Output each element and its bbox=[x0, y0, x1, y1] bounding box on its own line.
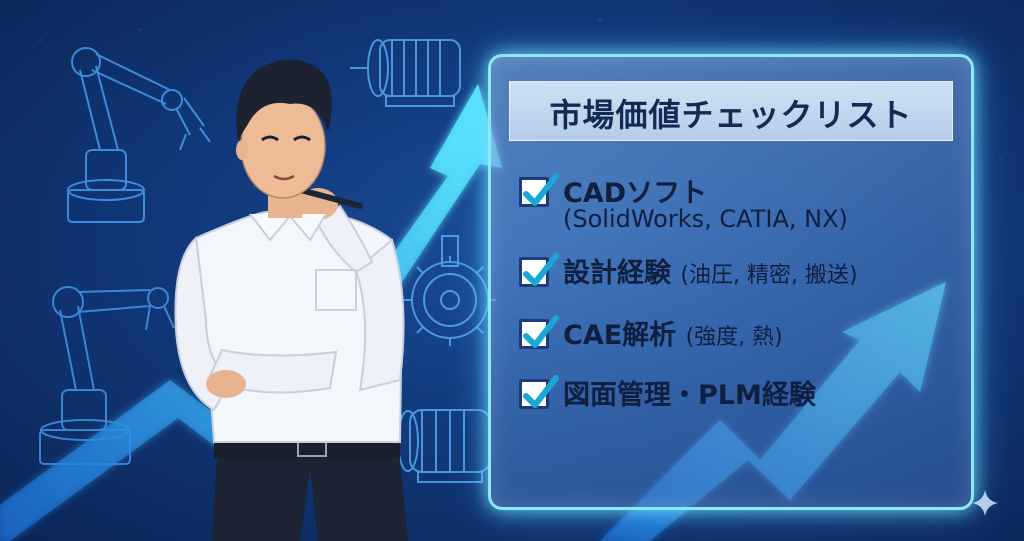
checklist-item-label: 設計経験 (油圧, 精密, 搬送) bbox=[563, 251, 858, 290]
checklist-header: 市場価値チェックリスト bbox=[509, 81, 953, 141]
checkbox-checked[interactable] bbox=[519, 253, 559, 287]
checkbox-checked[interactable] bbox=[519, 375, 559, 409]
check-icon bbox=[523, 315, 559, 348]
electric-motor-icon bbox=[350, 39, 461, 107]
checklist-item-label: CADソフト bbox=[563, 178, 708, 209]
checklist-item-note: (強度, 熱) bbox=[685, 325, 783, 350]
checklist-item-label: 図面管理・PLM経験 bbox=[563, 380, 816, 411]
electric-motor-icon bbox=[380, 409, 491, 483]
checklist-item-note: (油圧, 精密, 搬送) bbox=[680, 263, 858, 288]
checkbox-checked[interactable] bbox=[519, 315, 559, 349]
check-icon bbox=[523, 173, 559, 206]
sparkle-icon bbox=[972, 490, 998, 516]
person-illustration bbox=[174, 59, 408, 541]
check-icon bbox=[523, 375, 559, 408]
checklist-item-label: CAE解析 (強度, 熱) bbox=[563, 313, 783, 352]
checklist-item-label-text: CAE解析 bbox=[563, 320, 677, 351]
checklist-item-label-text: 設計経験 bbox=[563, 258, 671, 289]
checklist-panel: 市場価値チェックリスト CADソフト (SolidWorks, CATIA, N… bbox=[488, 54, 974, 510]
check-icon bbox=[523, 253, 559, 286]
checklist-title: 市場価値チェックリスト bbox=[549, 96, 913, 134]
robot-arm-icon bbox=[67, 47, 211, 223]
checklist-item-sub: (SolidWorks, CATIA, NX) bbox=[563, 205, 848, 233]
trend-arrow-icon bbox=[0, 84, 502, 541]
checkbox-checked[interactable] bbox=[519, 173, 559, 207]
